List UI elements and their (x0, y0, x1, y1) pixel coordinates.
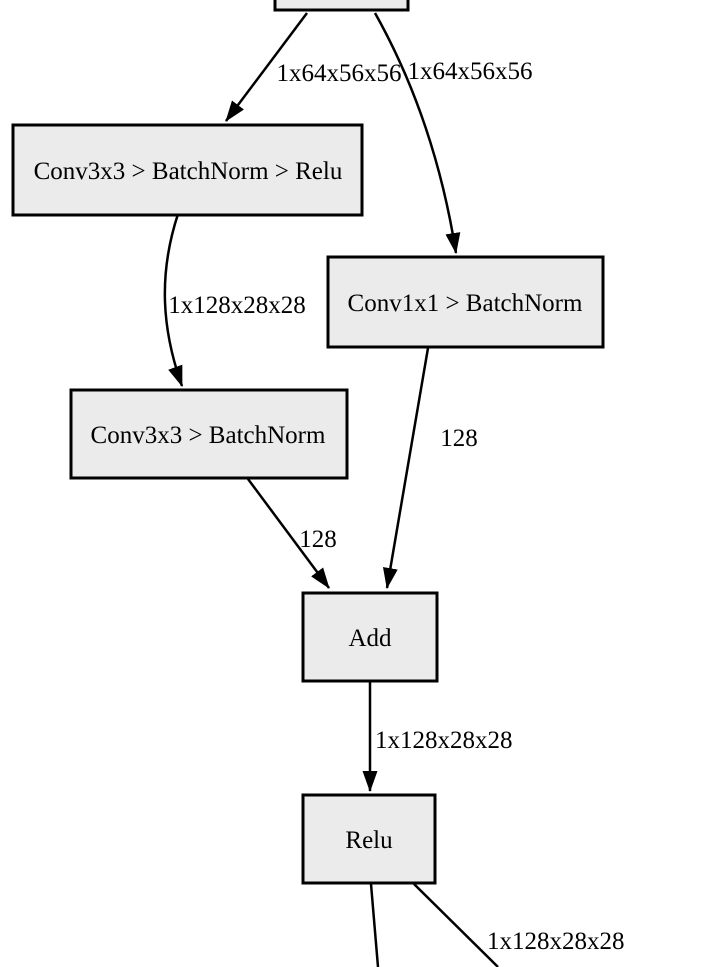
edge-top-to-conv1x1-bn (373, 12, 461, 254)
edge-label-relu-out-shape: 1x128x28x28 (487, 928, 625, 955)
edge-relu-out-right (413, 883, 499, 967)
node-add: Add (301, 591, 439, 683)
node-conv3x3-bn-relu-rect (11, 123, 364, 217)
edge-label-top-left-shape: 1x64x56x56 (277, 60, 402, 87)
edge-conv1x1-bn-to-add (382, 347, 430, 589)
node-add-rect (301, 591, 439, 683)
node-add-label: Add (348, 625, 392, 652)
node-conv3x3-bn-label: Conv3x3 > BatchNorm (91, 422, 326, 449)
node-conv1x1-bn-label: Conv1x1 > BatchNorm (348, 290, 583, 317)
node-conv3x3-bn-relu-label: Conv3x3 > BatchNorm > Relu (34, 158, 343, 185)
edge-label-top-right-shape: 1x64x56x56 (408, 58, 533, 85)
edge-top-to-conv3x3-bn-relu (225, 12, 308, 122)
edge-label-left-128: 128 (299, 526, 337, 553)
node-conv1x1-bn-rect (326, 255, 605, 349)
node-conv1x1-bn: Conv1x1 > BatchNorm (326, 255, 605, 349)
edge-relu-out-left (369, 883, 380, 967)
node-conv3x3-bn: Conv3x3 > BatchNorm (69, 388, 349, 480)
node-relu: Relu (301, 793, 437, 885)
node-top-partial-rect (273, 0, 410, 12)
node-top-partial (273, 0, 410, 12)
edge-conv3x3-bn-relu-to-conv3x3-bn (163, 213, 184, 387)
edge-label-right-128: 128 (440, 425, 478, 452)
edge-conv3x3-bn-to-add (246, 478, 331, 589)
node-relu-label: Relu (345, 827, 393, 854)
node-conv3x3-bn-relu: Conv3x3 > BatchNorm > Relu (11, 123, 364, 217)
edge-label-mid-left-shape: 1x128x28x28 (168, 292, 306, 319)
edge-label-add-out-shape: 1x128x28x28 (375, 727, 513, 754)
node-conv3x3-bn-rect (69, 388, 349, 480)
node-relu-rect (301, 793, 437, 885)
